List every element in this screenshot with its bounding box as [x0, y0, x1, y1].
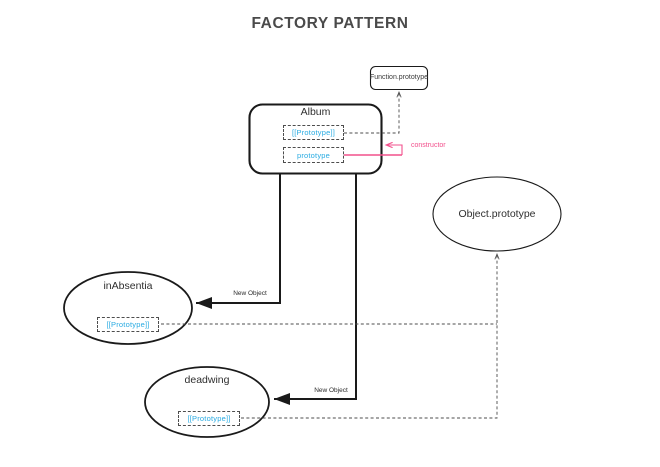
node-object-prototype-label: Object.prototype	[458, 208, 536, 220]
node-function-prototype-label: Function.prototype	[370, 74, 428, 81]
album-slot-prototype-internal[interactable]: [[Prototype]]	[283, 125, 344, 140]
edge-label-new-object-in-absentia: New Object	[233, 290, 267, 297]
node-in-absentia	[63, 271, 193, 345]
in-absentia-slot-prototype-internal[interactable]: [[Prototype]]	[97, 317, 159, 332]
edge-album-to-in-absentia	[196, 174, 281, 309]
node-in-absentia-label: inAbsentia	[103, 280, 153, 292]
edge-album-to-deadwing	[274, 174, 357, 405]
node-object-prototype	[432, 176, 562, 252]
edge-label-constructor: constructor	[411, 142, 446, 149]
node-deadwing-label: deadwing	[184, 374, 230, 386]
album-slot-prototype[interactable]: prototype	[283, 147, 344, 163]
edge-album-constructor	[386, 145, 403, 155]
node-function-prototype	[369, 65, 429, 91]
deadwing-slot-prototype-internal[interactable]: [[Prototype]]	[178, 411, 240, 426]
edge-deadwing-to-object-prototype	[241, 254, 497, 419]
node-album-label: Album	[300, 106, 331, 118]
edge-album-prototype-to-function-prototype	[344, 92, 399, 134]
page-title: FACTORY PATTERN	[251, 15, 409, 32]
edge-label-new-object-deadwing: New Object	[314, 387, 348, 394]
